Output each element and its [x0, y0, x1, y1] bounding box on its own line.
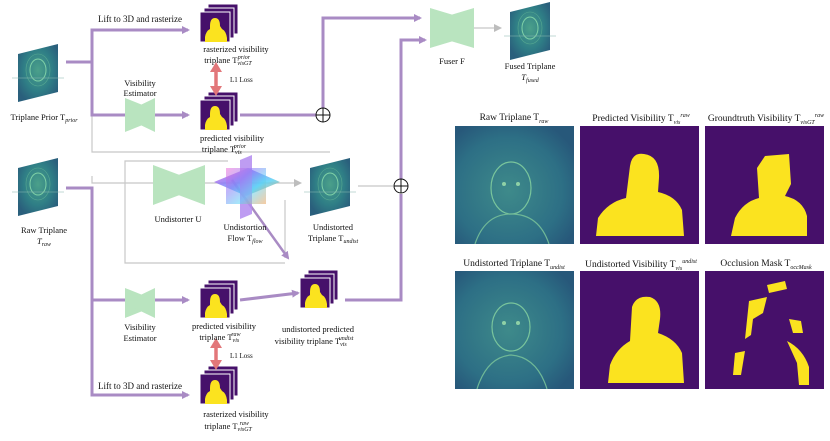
- panel-title-pred-vis: Predicted Visibility Tvisraw: [592, 113, 690, 127]
- fused-label-2: Tfused: [521, 72, 539, 84]
- pred-raw-stack: [199, 279, 239, 319]
- raster-raw-label-2: triplane TvisGTraw: [204, 421, 252, 433]
- lift-top-label: Lift to 3D and rasterize: [98, 14, 182, 24]
- l1-loss-top-label: L1 Loss: [230, 76, 253, 84]
- raw-triplane-image: [11, 157, 65, 217]
- undist-label-1: Undistorted: [313, 222, 354, 232]
- panel-title-occ: Occlusion Mask ToccMask: [720, 259, 812, 271]
- pred-prior-label-2: triplane Tvisprior: [202, 144, 247, 156]
- lift-bottom-arrow: [90, 300, 190, 399]
- panel-title-gt-vis: Groundtruth Visibility TvisGTraw: [707, 113, 825, 127]
- lift-bottom-label: Lift to 3D and rasterize: [98, 381, 182, 391]
- raw-triplane-label-2: Traw: [37, 236, 51, 248]
- raw-triplane-panel: [455, 126, 574, 244]
- lift-top-arrow: [66, 26, 190, 64]
- warp-to-adder-arrow: [345, 194, 403, 302]
- undistorter-label: Undistorter U: [155, 214, 202, 224]
- undist-pred-label-1: undistorted predicted: [282, 324, 355, 334]
- undistorted-visibility-panel: [580, 271, 699, 389]
- adder-top: [315, 107, 331, 123]
- predicted-visibility-panel: [580, 126, 699, 244]
- pred-raw-label-1: predicted visibility: [192, 321, 257, 331]
- undist-label-2: Triplane Tundist: [308, 233, 359, 245]
- occlusion-mask-panel: [705, 271, 824, 389]
- vis-estimator-top-label-2: Estimator: [123, 88, 156, 98]
- panel-title-undist: Undistorted Triplane Tundist: [463, 259, 565, 271]
- undistorted-triplane-panel: [455, 271, 574, 389]
- l1-loss-top-arrow: [210, 62, 222, 96]
- fused-triplane-image: [503, 1, 557, 61]
- vis-estimator-top-label-1: Visibility: [124, 78, 156, 88]
- pred-prior-label-1: predicted visibility: [200, 133, 265, 143]
- raster-prior-stack: [199, 3, 239, 43]
- raw-to-estimator-arrow: [66, 186, 190, 304]
- undist-pred-label-2: visibility triplane Tvisundist: [275, 336, 354, 348]
- flow-label-1: Undistortion: [224, 222, 268, 232]
- flow-to-warp-line: [124, 160, 285, 264]
- vis-estimator-bottom-label-2: Estimator: [123, 333, 156, 343]
- panel-title-undist-vis: Undistorted Visibility Tvisundist: [585, 259, 697, 273]
- raster-prior-label-1: rasterized visibility: [203, 44, 269, 54]
- triplane-prior-image: [11, 43, 65, 103]
- undistorted-triplane-image: [303, 157, 357, 217]
- triplane-prior-label: Triplane Prior Tprior: [10, 112, 78, 124]
- pred-prior-stack: [199, 91, 239, 131]
- adder-bottom: [393, 178, 409, 194]
- vis-estimator-bottom-label-1: Visibility: [124, 322, 156, 332]
- adder-to-fuser-bottom-arrow: [399, 36, 427, 180]
- raw-triplane-label-1: Raw Triplane: [21, 225, 67, 235]
- l1-loss-bottom-arrow: [210, 338, 222, 370]
- l1-loss-bottom-label: L1 Loss: [230, 352, 253, 360]
- groundtruth-visibility-panel: [705, 126, 824, 244]
- flow-label-2: Flow Tflow: [228, 233, 263, 245]
- adder-to-fuser-top-arrow: [321, 14, 422, 108]
- raster-raw-label-1: rasterized visibility: [203, 409, 269, 419]
- raster-prior-label-2: triplane TvisGTprior: [204, 55, 252, 67]
- undist-pred-stack: [299, 269, 339, 309]
- panel-title-raw: Raw Triplane Traw: [479, 113, 549, 125]
- undistortion-flow-image: [214, 155, 280, 219]
- pred-raw-to-warp-arrow: [239, 289, 300, 302]
- fuser-label: Fuser F: [439, 56, 465, 66]
- fused-label-1: Fused Triplane: [505, 61, 556, 71]
- raster-raw-stack: [199, 365, 239, 405]
- pred-raw-label-2: triplane Tvisraw: [199, 332, 240, 344]
